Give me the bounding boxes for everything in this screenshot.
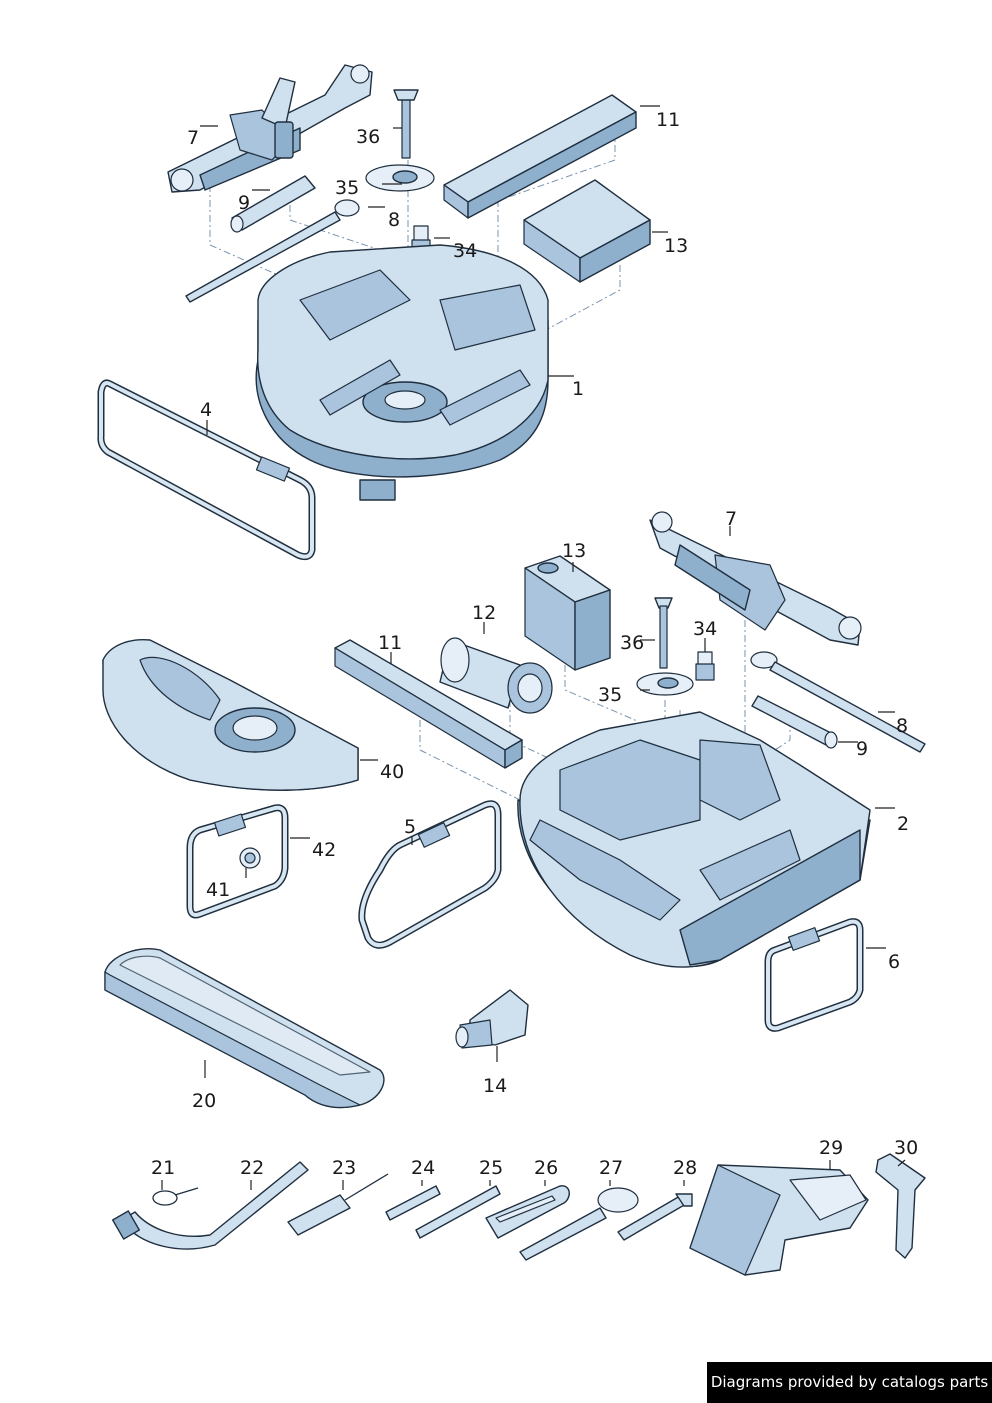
callout-13-upper: 13 [664,235,688,257]
callout-21: 21 [151,1157,175,1179]
tyre-sealant-box-upper [523,179,651,283]
callout-8-lower: 8 [896,715,908,737]
callout-11-lower: 11 [378,632,402,654]
callout-4: 4 [200,399,212,421]
foam-tray-lower [517,711,871,968]
callout-11-upper: 11 [656,109,680,131]
wheel-wrench-upper [230,175,316,233]
hold-down-bolt-lower [636,597,715,696]
callout-28: 28 [673,1157,697,1179]
callout-23: 23 [332,1157,356,1179]
callout-labels: 7 9 8 35 36 34 11 13 1 4 13 7 12 11 34 3… [151,109,918,1179]
callout-6: 6 [888,951,900,973]
callout-8-upper: 8 [388,209,400,231]
callout-36-upper: 36 [356,126,380,148]
callout-25: 25 [479,1157,503,1179]
callout-27: 27 [599,1157,623,1179]
tow-bar-lower [750,651,926,753]
callout-34-lower: 34 [693,618,717,640]
strap-upper [97,379,316,561]
callout-7-lower: 7 [725,508,737,530]
strap-42 [186,804,289,919]
tool-row [112,1153,926,1276]
foam-block-upper [443,94,637,219]
callout-13-lower: 13 [562,540,586,562]
callout-9-upper: 9 [238,192,250,214]
callout-29: 29 [819,1137,843,1159]
compressor-lower [439,637,553,714]
foam-tray-upper [255,244,549,501]
leader-lines [161,105,906,1190]
callout-14: 14 [483,1075,507,1097]
cover-20 [104,948,385,1109]
callout-12: 12 [472,602,496,624]
callout-24: 24 [411,1157,435,1179]
strap-lower-middle [358,800,502,949]
strap-lower-right [764,918,864,1032]
jack-upper [167,64,373,193]
credit-banner: Diagrams provided by catalogs parts [707,1362,992,1403]
callout-22: 22 [240,1157,264,1179]
wheel-wrench-lower [751,695,838,749]
jack-lower [649,511,862,646]
callout-30: 30 [894,1137,918,1159]
callout-2: 2 [897,813,909,835]
callout-1: 1 [572,378,584,400]
callout-42: 42 [312,839,336,861]
callout-40: 40 [380,761,404,783]
tyre-sealant-box-lower [524,555,611,671]
callout-20: 20 [192,1090,216,1112]
callout-35-lower: 35 [598,684,622,706]
callout-36-lower: 36 [620,632,644,654]
callout-9-lower: 9 [856,738,868,760]
callout-35-upper: 35 [335,177,359,199]
callout-7-upper: 7 [187,127,199,149]
callout-5: 5 [404,816,416,838]
callout-26: 26 [534,1157,558,1179]
foam-block-lower [334,639,523,769]
foam-insert-40 [102,638,359,791]
adapter-14 [455,989,529,1049]
callout-34-upper: 34 [453,240,477,262]
callout-41: 41 [206,879,230,901]
tow-bar-upper [185,199,360,303]
